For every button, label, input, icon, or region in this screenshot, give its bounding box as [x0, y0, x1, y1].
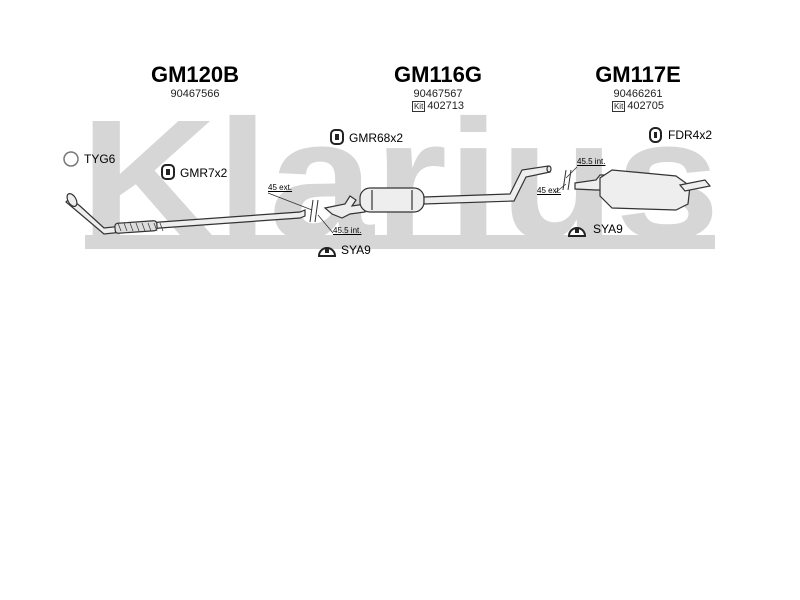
- kit-number-row: Kit 402705: [593, 100, 683, 112]
- hanger-icon-sya9-a: [317, 247, 337, 257]
- fitting-label-sya9-a: SYA9: [341, 243, 371, 257]
- dimension-label: 45 ext.: [537, 186, 562, 195]
- part-group-1: GM120B 90467566: [150, 62, 240, 100]
- hanger-icon-sya9-b: [567, 227, 587, 237]
- rear-silencer-gm117e: [574, 169, 712, 211]
- fitting-label-sya9-b: SYA9: [593, 222, 623, 236]
- watermark-underline: [85, 235, 715, 249]
- fitting-label-gmr68: GMR68x2: [349, 131, 404, 145]
- fitting-label-fdr4: FDR4x2: [668, 128, 713, 142]
- gasket-icon-gmr7: [161, 164, 175, 180]
- dimension-leaders: [267, 166, 578, 234]
- part-code: GM120B: [150, 62, 240, 87]
- kit-badge: Kit: [611, 100, 626, 112]
- joint-mark-1: [309, 199, 319, 223]
- part-code: GM117E: [595, 62, 681, 87]
- part-group-3: GM117E 90466261 Kit 402705: [593, 62, 683, 112]
- joint-mark-2: [562, 169, 572, 191]
- kit-number: 402713: [427, 100, 465, 112]
- front-pipe-gm120b: [65, 193, 306, 235]
- dimension-label: 45.5 int.: [333, 226, 362, 235]
- dimension-label: 45 ext.: [268, 183, 293, 192]
- centre-silencer-gm116g: [323, 165, 552, 219]
- kit-badge: Kit: [411, 100, 426, 112]
- fitting-label-tyg6: TYG6: [84, 152, 116, 166]
- oem-number: 90467567: [413, 88, 463, 100]
- part-group-2: GM116G 90467567 Kit 402713: [388, 62, 488, 112]
- oem-number: 90467566: [170, 88, 220, 100]
- kit-number: 402705: [627, 100, 665, 112]
- part-code: GM116G: [393, 62, 483, 87]
- gasket-icon-fdr4: [649, 127, 662, 143]
- oem-number: 90466261: [613, 88, 663, 100]
- dimension-label: 45.5 int.: [577, 157, 606, 166]
- fitting-label-gmr7: GMR7x2: [180, 166, 228, 180]
- kit-number-row: Kit 402713: [388, 100, 488, 112]
- gasket-icon-gmr68: [330, 129, 344, 145]
- ring-icon: [63, 151, 79, 167]
